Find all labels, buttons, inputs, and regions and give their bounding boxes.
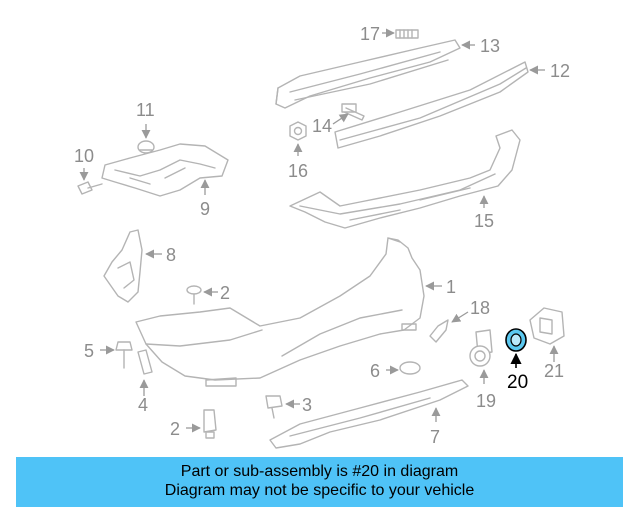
part-6-plug — [399, 361, 421, 375]
callout-10: 10 — [74, 146, 94, 166]
part-21-sensor-bracket — [529, 307, 565, 345]
callout-15: 15 — [474, 211, 494, 231]
part-19-sensor — [469, 329, 493, 367]
banner-line-1: Part or sub-assembly is #20 in diagram — [180, 463, 459, 480]
part-20-retainer-ring — [505, 328, 527, 352]
part-7-valance — [269, 379, 469, 449]
part-18-strip — [429, 319, 449, 343]
part-9-bracket — [101, 143, 229, 197]
callout-7: 7 — [430, 427, 440, 447]
part-8-side-bracket — [103, 229, 143, 303]
leader-14 — [332, 113, 349, 125]
callout-19: 19 — [476, 391, 496, 411]
callout-11: 11 — [136, 100, 155, 120]
part-15-reinforcement — [289, 129, 521, 229]
part-10-screw — [77, 181, 103, 195]
callout-3: 3 — [302, 395, 312, 415]
callout-18: 18 — [470, 298, 490, 318]
callout-17: 17 — [360, 24, 380, 44]
part-17-bolt — [395, 29, 419, 39]
part-2-screw-lower — [203, 409, 217, 439]
callout-5: 5 — [84, 341, 94, 361]
callout-12: 12 — [550, 61, 570, 81]
part-3-bolt — [265, 395, 283, 419]
part-11-clip — [137, 140, 155, 154]
callout-4: 4 — [138, 395, 148, 415]
callout-16: 16 — [288, 161, 308, 181]
callout-2-lower: 2 — [170, 419, 180, 439]
callout-1: 1 — [446, 277, 456, 297]
part-13-absorber — [275, 39, 461, 109]
part-12-impact-bar — [334, 61, 529, 149]
banner-line-2: Diagram may not be specific to your vehi… — [164, 482, 475, 499]
callout-9: 9 — [200, 199, 210, 219]
info-banner: Part or sub-assembly is #20 in diagram D… — [16, 457, 623, 507]
callout-2-upper: 2 — [220, 283, 230, 303]
callout-21: 21 — [544, 361, 564, 381]
callout-8: 8 — [166, 245, 176, 265]
leader-18 — [451, 311, 469, 323]
callout-20: 20 — [507, 372, 528, 393]
part-1-bumper-cover — [135, 237, 425, 387]
part-4-reflector — [137, 349, 153, 375]
callout-13: 13 — [480, 36, 500, 56]
callout-14: 14 — [312, 116, 332, 136]
parts-diagram: 17 13 12 14 16 11 9 — [74, 24, 570, 449]
part-5-pin — [115, 341, 133, 369]
part-2-screw-upper — [186, 285, 202, 305]
part-16-nut — [289, 121, 307, 141]
callout-6: 6 — [370, 361, 380, 381]
part-14-bolt — [341, 103, 365, 121]
